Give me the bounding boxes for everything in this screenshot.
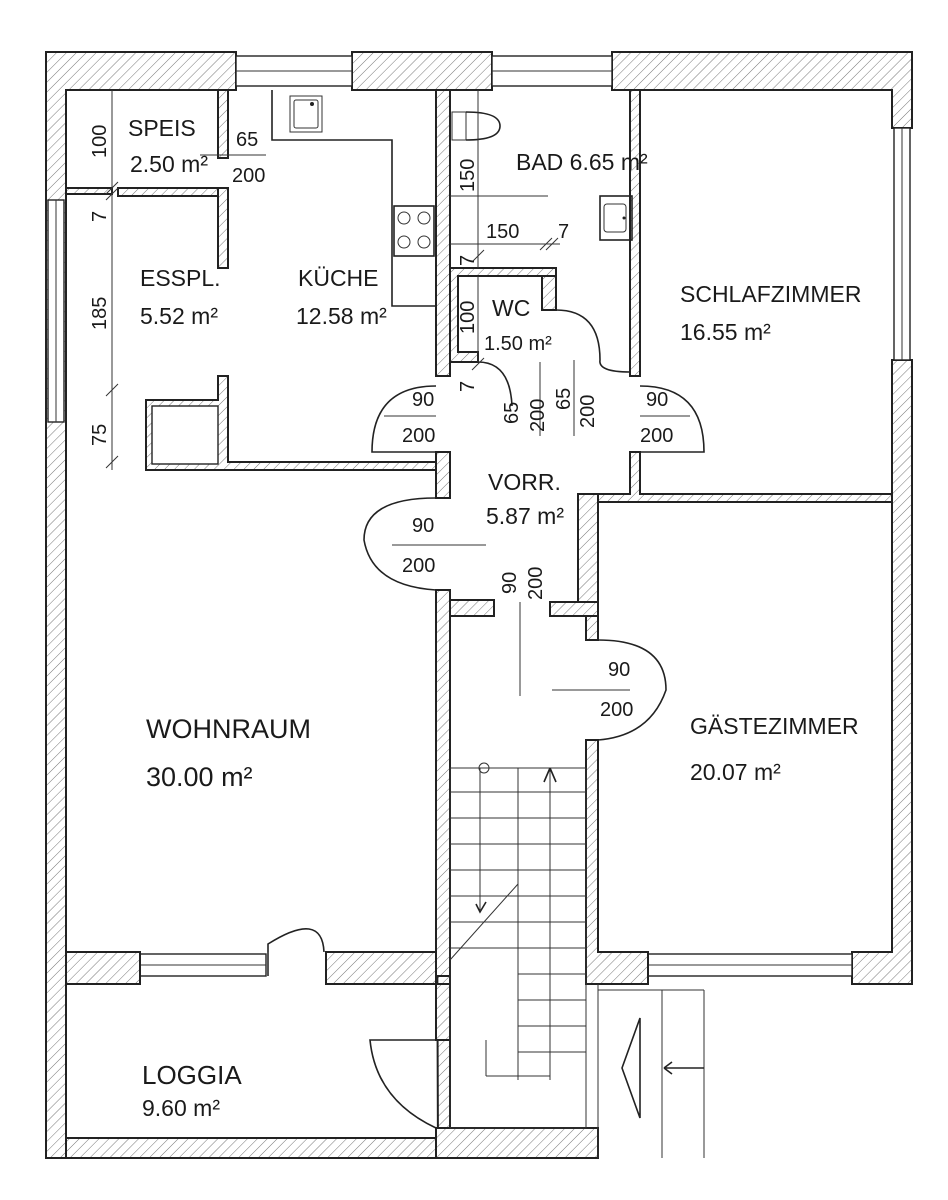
- kitchen-door: [371, 385, 437, 453]
- stair-steps: [449, 768, 586, 1080]
- exterior-walls: [45, 51, 913, 1159]
- gaestezimmer-door: [597, 639, 667, 741]
- vorr-area: 5.87 m²: [486, 503, 564, 529]
- schlafzimmer-door: [639, 385, 705, 453]
- entrance-area: [597, 984, 705, 1158]
- dim-esspl-height: 185: [89, 297, 111, 330]
- schlafzimmer-name: SCHLAFZIMMER: [680, 281, 861, 307]
- gaestezimmer-name: GÄSTEZIMMER: [690, 713, 859, 739]
- dim-schlaf-door-w: 90: [646, 389, 668, 411]
- wc-name: WC: [492, 295, 530, 321]
- esspl-name: ESSPL.: [140, 265, 221, 291]
- toilet-icon: [451, 111, 501, 141]
- kitchen-counter: [271, 90, 436, 307]
- vorr-name: VORR.: [488, 469, 561, 495]
- staircase: [449, 762, 587, 1129]
- dim-entry-w: 90: [499, 572, 521, 594]
- wc-door: [477, 361, 513, 407]
- door-swings: [267, 309, 705, 1129]
- loggia-area: 9.60 m²: [142, 1095, 220, 1121]
- entry-direction-icon: [663, 1061, 704, 1075]
- dim-speis-door-h: 200: [232, 165, 265, 187]
- dim-wc-7-top: 7: [457, 255, 479, 266]
- dim-gaeste-door-w: 90: [608, 659, 630, 681]
- windows: [47, 55, 911, 977]
- dim-entry-h: 200: [525, 567, 547, 600]
- dim-speis-door-w: 65: [236, 129, 258, 151]
- stair-start-icon: [478, 762, 490, 774]
- dim-wohn-door-h: 200: [402, 555, 435, 577]
- dim-bad-door-w: 65: [553, 388, 575, 410]
- dimension-labels: 100 65 200 7 185 75 150 150 7 7 100 7 90…: [89, 125, 673, 721]
- dim-wohn-door-w: 90: [412, 515, 434, 537]
- bad-door: [555, 309, 631, 373]
- wohnraum-door: [363, 497, 437, 591]
- speis-name: SPEIS: [128, 115, 196, 141]
- wc-area: 1.50 m²: [484, 333, 552, 355]
- dim-bad-7: 7: [558, 221, 569, 243]
- dim-gaeste-door-h: 200: [600, 699, 633, 721]
- dim-wc-height: 100: [457, 301, 479, 334]
- dim-bad-150-h: 150: [486, 221, 519, 243]
- dim-wc-door-h: 200: [527, 399, 549, 432]
- gaestezimmer-area: 20.07 m²: [690, 759, 781, 785]
- entry-arrow-icon: [621, 1017, 641, 1119]
- stair-down-arrow-icon: [475, 901, 487, 914]
- dimension-lines: [105, 90, 690, 691]
- dim-speis-height: 100: [89, 125, 111, 158]
- dim-bad-door-h: 200: [577, 395, 599, 428]
- dim-wall-7-left: 7: [89, 211, 111, 222]
- washbasin-icon: [599, 195, 633, 241]
- stove-icon: [393, 205, 435, 257]
- schlafzimmer-area: 16.55 m²: [680, 319, 771, 345]
- dim-bad-150-v: 150: [457, 159, 479, 192]
- stair-up-arrow-icon: [543, 767, 557, 783]
- bad-label: BAD 6.65 m²: [516, 149, 648, 175]
- dim-kitchen-door-h: 200: [402, 425, 435, 447]
- loggia-name: LOGGIA: [142, 1060, 242, 1090]
- stair-door: [369, 1039, 437, 1129]
- dim-wc-7-bottom: 7: [457, 381, 479, 392]
- dim-wc-door-w: 65: [501, 402, 523, 424]
- loggia-door: [267, 928, 325, 976]
- wohnraum-name: WOHNRAUM: [146, 714, 311, 744]
- wohnraum-area: 30.00 m²: [146, 762, 253, 792]
- dim-schlaf-door-h: 200: [640, 425, 673, 447]
- dim-kitchen-door-w: 90: [412, 389, 434, 411]
- dim-lower-75: 75: [89, 424, 111, 446]
- kueche-area: 12.58 m²: [296, 303, 387, 329]
- speis-area: 2.50 m²: [130, 151, 208, 177]
- kueche-name: KÜCHE: [298, 265, 379, 291]
- esspl-area: 5.52 m²: [140, 303, 218, 329]
- room-labels: SPEIS 2.50 m² KÜCHE 12.58 m² ESSPL. 5.52…: [128, 115, 861, 1121]
- interior-walls: [65, 89, 893, 1159]
